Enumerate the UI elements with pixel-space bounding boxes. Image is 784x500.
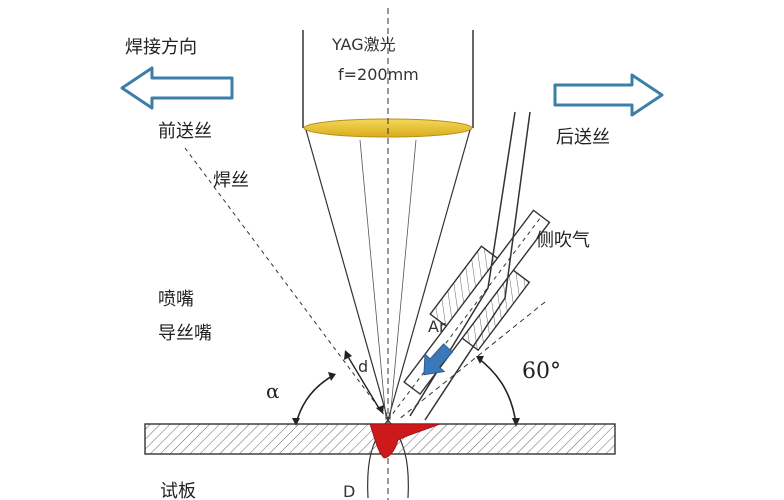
distance-arrowhead-top-icon xyxy=(344,350,352,360)
weld-direction-label: 焊接方向 xyxy=(125,37,197,58)
sixty-arc-arrowhead-icon xyxy=(476,356,484,364)
wire-axis-line xyxy=(184,147,389,421)
guide-nozzle-label: 导丝嘴 xyxy=(158,323,212,344)
argon-label: Ar xyxy=(428,317,446,336)
test-plate-label: 试板 xyxy=(160,481,196,500)
weld-pool xyxy=(369,423,441,459)
rear-feed-label: 后送丝 xyxy=(556,127,610,148)
sixty-degree-label: 60° xyxy=(522,359,561,384)
beam-inner-left xyxy=(359,139,387,421)
argon-arrow-icon xyxy=(423,343,454,376)
front-feed-label: 前送丝 xyxy=(158,121,212,142)
beam-inner-right xyxy=(389,139,417,421)
wire-line xyxy=(387,216,542,421)
distance-arrowhead-bottom-icon xyxy=(376,405,384,414)
distance-label: d xyxy=(358,357,368,376)
sixty-arc-arrowhead-bottom-icon xyxy=(512,418,520,427)
rear-feed-arrow-icon xyxy=(553,73,664,117)
penetration-depth-label: D xyxy=(343,482,355,500)
focal-length-label: f=200mm xyxy=(338,65,419,84)
beam-left-edge xyxy=(305,129,389,421)
alpha-angle-arc xyxy=(295,374,335,425)
distance-arrow-line xyxy=(346,354,381,411)
alpha-arc-arrowhead-icon xyxy=(328,372,336,381)
alpha-arc-arrowhead-bottom-icon xyxy=(292,418,300,426)
gas-dashed-line xyxy=(397,301,546,421)
beam-right-edge xyxy=(387,129,471,421)
laser-title-label: YAG激光 xyxy=(331,35,396,54)
nozzle-label: 喷嘴 xyxy=(158,289,194,310)
weld-direction-arrow-icon xyxy=(120,66,234,110)
sixty-angle-arc xyxy=(477,357,517,425)
wire-label: 焊丝 xyxy=(213,170,249,191)
side-gas-label: 侧吹气 xyxy=(536,230,590,251)
side-gas-tube-inner xyxy=(424,111,531,421)
alpha-label: α xyxy=(266,379,280,403)
